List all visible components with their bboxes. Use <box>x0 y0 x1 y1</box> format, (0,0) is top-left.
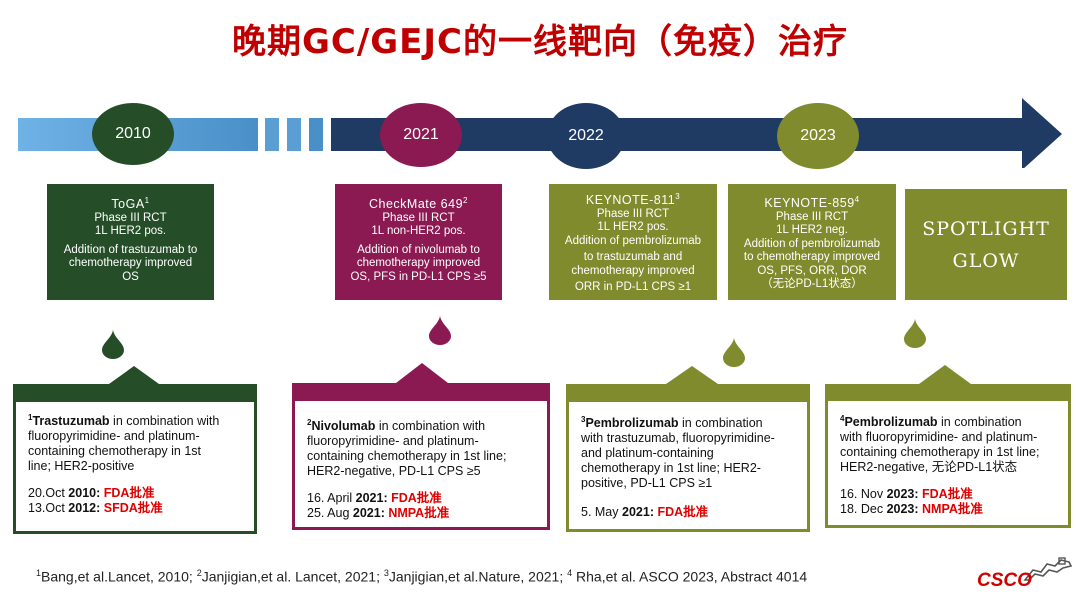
drug-card-trastuzumab: 1Trastuzumab in combination with fluorop… <box>13 402 257 534</box>
trial-line: Phase III RCT <box>775 210 849 223</box>
trial-box-keynote-811: KEYNOTE-8113 Phase III RCT 1L HER2 pos. … <box>549 184 717 300</box>
trial-line: 1L HER2 neg. <box>776 224 848 237</box>
card-line: containing chemotherapy in 1st <box>28 444 202 459</box>
great-wall-icon <box>1023 557 1073 581</box>
card-header-2 <box>292 363 550 403</box>
trial-box-spotlight-glow: SPOTLIGHT GLOW <box>905 189 1067 300</box>
card-line: fluoropyrimidine- and platinum- <box>28 429 200 444</box>
trial-line: OS, PFS, ORR, DOR <box>757 264 867 277</box>
drug-card-pembrolizumab-811: 3Pembrolizumab in combination with trast… <box>566 402 810 532</box>
card-header-4 <box>825 365 1071 404</box>
year-circle-2021: 2021 <box>380 103 462 167</box>
year-label: 2022 <box>568 127 604 144</box>
drug-name: Nivolumab <box>311 419 376 434</box>
trial-name: ToGA1 <box>111 196 150 212</box>
card-line: with fluoropyrimidine- and platinum- <box>840 430 1038 445</box>
logo-text: CSCO <box>977 570 1032 591</box>
drop-icon <box>102 329 124 359</box>
year-circle-2023: 2023 <box>777 103 859 169</box>
card-line: line; HER2-positive <box>28 459 135 474</box>
trial-line: chemotherapy improved <box>571 264 695 277</box>
trial-line: Phase III RCT <box>596 207 670 220</box>
year-circle-2022: 2022 <box>547 103 625 169</box>
year-label: 2021 <box>403 126 439 143</box>
card-line: containing chemotherapy in 1st line; <box>307 449 507 464</box>
timeline-dash-1 <box>265 118 279 151</box>
trial-box-toga: ToGA1 Phase III RCT 1L HER2 pos. Additio… <box>47 184 214 300</box>
timeline-dash-3 <box>309 118 323 151</box>
card-header-1 <box>13 366 257 404</box>
card-line: positive, PD-L1 CPS ≥1 <box>581 476 713 491</box>
approval-line: 13.Oct 2012: SFDA批准 <box>28 501 163 516</box>
card-header-3 <box>566 366 810 404</box>
slide-title: 晚期GC/GEJC的一线靶向（免疫）治疗 <box>231 22 848 62</box>
trial-name: SPOTLIGHT <box>922 218 1050 240</box>
trial-line: OS, PFS in PD-L1 CPS ≥5 <box>350 270 487 283</box>
card-line: with trastuzumab, fluoropyrimidine- <box>581 431 775 446</box>
drug-card-nivolumab: 2Nivolumab in combination with fluoropyr… <box>292 401 550 530</box>
drug-name: Pembrolizumab <box>844 415 938 430</box>
trial-line: OS <box>122 270 139 283</box>
year-circle-2010: 2010 <box>92 103 174 165</box>
approval-line: 20.Oct 2010: FDA批准 <box>28 486 155 501</box>
card-line: HER2-negative, PD-L1 CPS ≥5 <box>307 464 481 479</box>
trial-line: 1L HER2 pos. <box>597 221 669 234</box>
approval-line: 25. Aug 2021: NMPA批准 <box>307 506 450 521</box>
timeline-segment-dark <box>331 98 1062 168</box>
trial-name: KEYNOTE-8113 <box>585 192 681 208</box>
approval-line: 16. Nov 2023: FDA批准 <box>840 487 973 502</box>
year-label: 2010 <box>115 125 151 142</box>
trial-line: 1L HER2 pos. <box>94 225 167 238</box>
trial-line: Addition of pembrolizumab <box>743 237 881 250</box>
drop-icon <box>904 318 926 348</box>
card-line: chemotherapy in 1st line; HER2- <box>581 461 761 476</box>
trial-line: chemotherapy improved <box>356 257 481 270</box>
timeline-dash-2 <box>287 118 301 151</box>
trial-line: ORR in PD-L1 CPS ≥1 <box>574 281 692 294</box>
trial-box-checkmate-649: CheckMate 6492 Phase III RCT 1L non-HER2… <box>335 184 502 300</box>
card-line: and platinum-containing <box>581 446 714 461</box>
trial-line: Addition of nivolumab to <box>357 243 480 256</box>
trial-line: Phase III RCT <box>94 211 167 224</box>
trial-line: Addition of pembrolizumab <box>564 234 702 247</box>
card-line: containing chemotherapy in 1st line; <box>840 445 1040 460</box>
drug-card-pembrolizumab-859: 4Pembrolizumab in combination with fluor… <box>825 401 1071 528</box>
approval-line: 5. May 2021: FDA批准 <box>581 505 709 520</box>
trial-line: 1L non-HER2 pos. <box>371 225 466 238</box>
drug-name: Trastuzumab <box>32 414 110 429</box>
card-line: fluoropyrimidine- and platinum- <box>307 434 479 449</box>
approval-line: 18. Dec 2023: NMPA批准 <box>840 502 983 517</box>
trial-box-keynote-859: KEYNOTE-8594 Phase III RCT 1L HER2 neg. … <box>728 184 896 300</box>
approval-line: 16. April 2021: FDA批准 <box>307 491 442 506</box>
references-footer: 1Bang,et al.Lancet, 2010; 2Janjigian,et … <box>36 568 808 585</box>
trial-name: KEYNOTE-8594 <box>764 195 860 211</box>
trial-name: CheckMate 6492 <box>368 196 468 212</box>
trial-line: Phase III RCT <box>382 211 455 224</box>
year-label: 2023 <box>800 127 836 144</box>
trial-line: Addition of trastuzumab to <box>63 243 198 256</box>
trial-name: GLOW <box>952 250 1020 272</box>
trial-line: chemotherapy improved <box>68 257 193 270</box>
drug-name: Pembrolizumab <box>585 416 679 431</box>
drop-icon <box>723 337 745 367</box>
trial-line: to chemotherapy improved <box>743 251 881 264</box>
card-line: HER2-negative, 无论PD-L1状态 <box>840 460 1018 475</box>
trial-line: to trastuzumab and <box>583 251 683 264</box>
trial-line: （无论PD-L1状态） <box>761 278 863 291</box>
csco-logo: CSCO <box>975 556 1075 596</box>
drop-icon <box>429 315 451 345</box>
